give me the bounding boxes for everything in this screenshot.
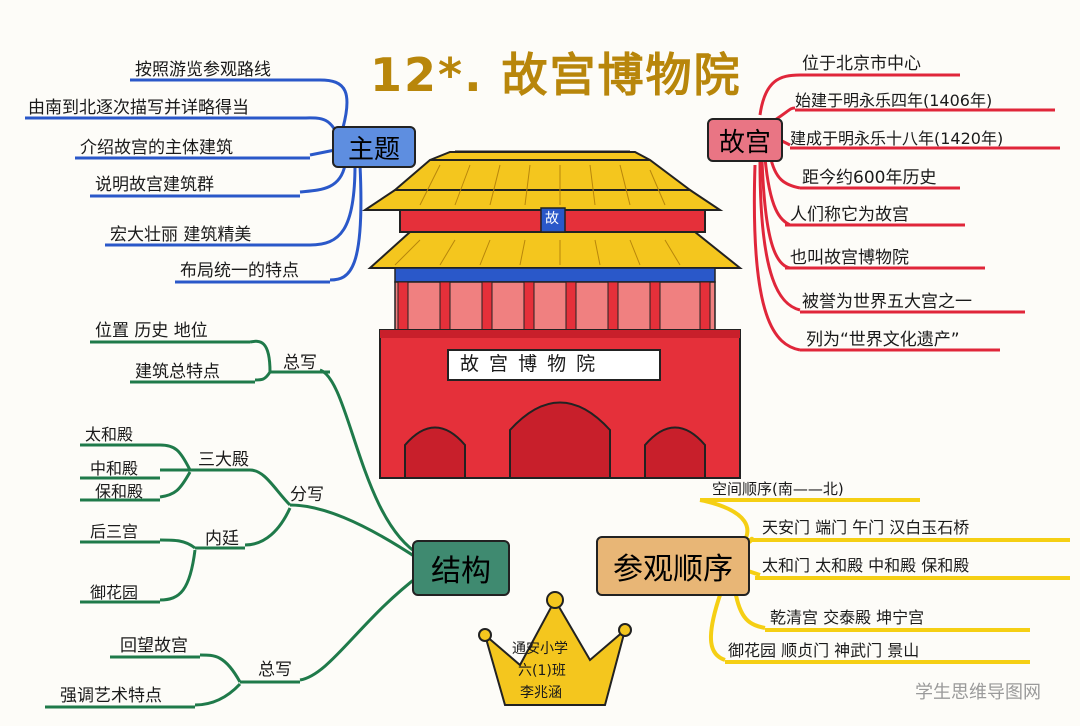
palace-illustration xyxy=(361,150,743,479)
node-zhuti-label: 主题 xyxy=(347,134,400,165)
crown-author: 李兆涵 xyxy=(520,685,562,701)
gugong-item: 人们称它为故宫 xyxy=(790,205,909,225)
gugong-item: 列为“世界文化遗产” xyxy=(806,330,960,350)
jiegou-item: 后三宫 xyxy=(90,522,139,541)
gugong-branches xyxy=(752,73,1060,352)
node-gugong: 故宫 xyxy=(707,118,783,162)
zhuti-item: 介绍故宫的主体建筑 xyxy=(80,138,233,158)
node-gugong-label: 故宫 xyxy=(718,127,771,158)
jiegou-neiting-label: 内廷 xyxy=(205,529,239,549)
watermark: 学生思维导图网 xyxy=(915,682,1041,703)
jiegou-item: 回望故宫 xyxy=(120,636,188,656)
gugong-item: 位于北京市中心 xyxy=(802,54,921,74)
zhuti-item: 宏大壮丽 建筑精美 xyxy=(110,225,252,245)
gugong-item: 被誉为世界五大宫之一 xyxy=(802,292,972,312)
jiegou-item: 保和殿 xyxy=(95,482,144,501)
canguan-branches xyxy=(699,498,1070,664)
jiegou-item: 建筑总特点 xyxy=(135,362,220,382)
gugong-item: 距今约600年历史 xyxy=(802,168,937,188)
jiegou-branches xyxy=(45,339,421,709)
gugong-item: 也叫故宫博物院 xyxy=(790,248,909,268)
node-jiegou-label: 结构 xyxy=(431,554,491,589)
node-canguan-label: 参观顺序 xyxy=(613,552,733,587)
jiegou-item: 太和殿 xyxy=(85,425,134,444)
canguan-item: 太和门 太和殿 中和殿 保和殿 xyxy=(762,556,970,575)
node-jiegou: 结构 xyxy=(412,540,510,596)
jiegou-item: 御花园 xyxy=(90,583,139,602)
canguan-item: 御花园 顺贞门 神武门 景山 xyxy=(728,641,920,660)
jiegou-sandadian-label: 三大殿 xyxy=(198,450,249,470)
canguan-item: 乾清宫 交泰殿 坤宁宫 xyxy=(770,608,925,627)
zhuti-branches xyxy=(25,78,363,284)
node-zhuti: 主题 xyxy=(332,126,416,168)
jiegou-item: 位置 历史 地位 xyxy=(95,321,208,341)
palace-plaque: 故 宫 博 物 院 xyxy=(460,353,598,375)
jiegou-fenxie-label: 分写 xyxy=(290,485,324,505)
zhuti-item: 由南到北逐次描写并详略得当 xyxy=(28,98,249,118)
jiegou-item: 中和殿 xyxy=(90,459,139,478)
zhuti-item: 说明故宫建筑群 xyxy=(95,175,214,195)
jiegou-zongxie2-label: 总写 xyxy=(258,660,292,680)
crown-illustration xyxy=(478,591,632,706)
jiegou-item: 强调艺术特点 xyxy=(60,686,162,706)
crown-class: 六(1)班 xyxy=(518,663,566,679)
jiegou-zongxie1-label: 总写 xyxy=(283,353,317,373)
canguan-item: 空间顺序(南——北) xyxy=(712,480,844,498)
gugong-item: 始建于明永乐四年(1406年) xyxy=(795,91,993,110)
zhuti-item: 按照游览参观路线 xyxy=(135,60,271,80)
zhuti-item: 布局统一的特点 xyxy=(180,261,299,281)
canguan-item: 天安门 端门 午门 汉白玉石桥 xyxy=(762,518,970,537)
node-canguan: 参观顺序 xyxy=(596,536,750,596)
roof-badge: 故 xyxy=(545,211,559,227)
page-title: 12*. 故宫博物院 xyxy=(370,48,742,102)
gugong-item: 建成于明永乐十八年(1420年) xyxy=(790,129,1004,148)
crown-school: 通安小学 xyxy=(512,641,568,657)
